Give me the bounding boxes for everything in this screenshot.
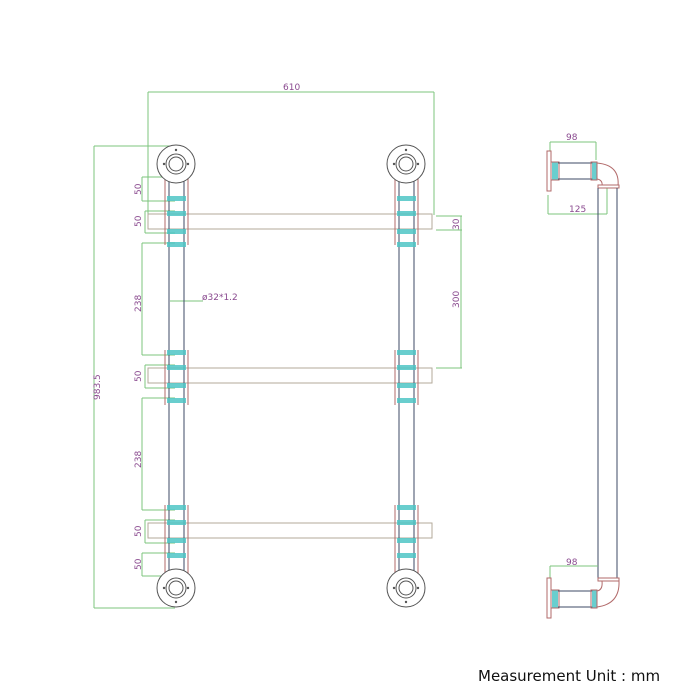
dim-50-c: 50 xyxy=(134,370,144,382)
left-upright xyxy=(156,144,196,608)
flange-top-left xyxy=(156,144,196,184)
height-dimension: 983.5 xyxy=(93,145,175,609)
dim-300: 300 xyxy=(452,291,462,308)
shelf-top xyxy=(147,213,433,230)
dim-50-d: 50 xyxy=(134,525,144,537)
right-upright xyxy=(386,144,426,608)
dim-pipe-diameter: ø32*1.2 xyxy=(202,293,238,303)
dim-610: 610 xyxy=(283,83,300,93)
dim-50-b: 50 xyxy=(134,215,144,227)
side-view: 98 125 98 xyxy=(546,133,620,619)
flange-top-right xyxy=(386,144,426,184)
flange-bottom-right xyxy=(386,568,426,608)
right-dimensions: 30 300 xyxy=(436,215,462,369)
shelf-bottom xyxy=(147,522,433,539)
dim-30: 30 xyxy=(452,218,462,230)
dim-238-a: 238 xyxy=(134,295,144,312)
flange-bottom-left xyxy=(156,568,196,608)
dim-238-b: 238 xyxy=(134,451,144,468)
measurement-unit-label: Measurement Unit : mm xyxy=(478,667,661,685)
dim-983-5: 983.5 xyxy=(93,374,103,400)
shelf-middle xyxy=(147,367,433,384)
width-dimension: 610 xyxy=(147,83,435,215)
dim-side-top-98: 98 xyxy=(566,133,578,143)
dim-side-125: 125 xyxy=(569,205,586,215)
dim-50-e: 50 xyxy=(134,558,144,570)
dim-50-a: 50 xyxy=(134,183,144,195)
shelves xyxy=(147,213,433,539)
dim-side-bottom-98: 98 xyxy=(566,558,578,568)
pipe-diameter-callout: ø32*1.2 xyxy=(170,293,238,303)
